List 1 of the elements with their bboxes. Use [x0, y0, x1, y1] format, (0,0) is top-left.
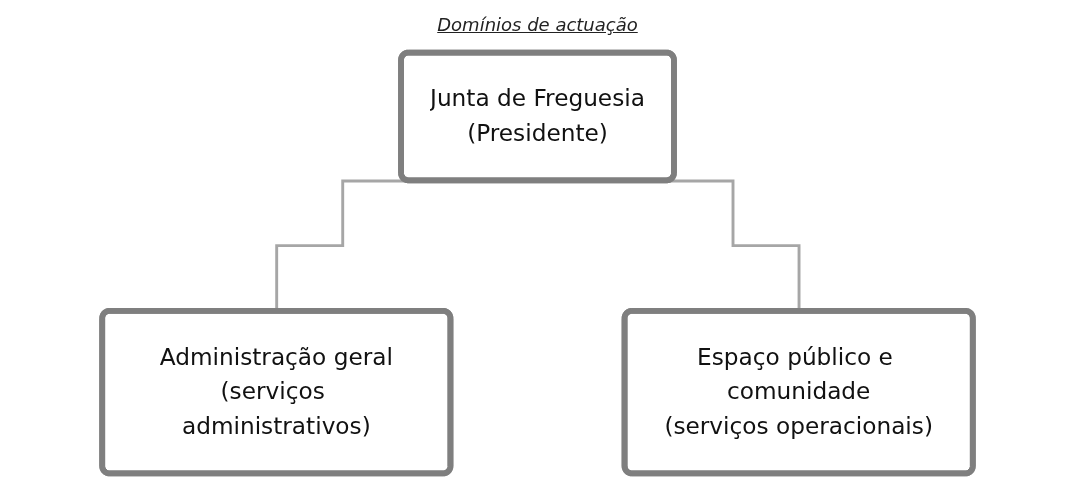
section-heading: Domínios de actuação: [437, 14, 638, 35]
